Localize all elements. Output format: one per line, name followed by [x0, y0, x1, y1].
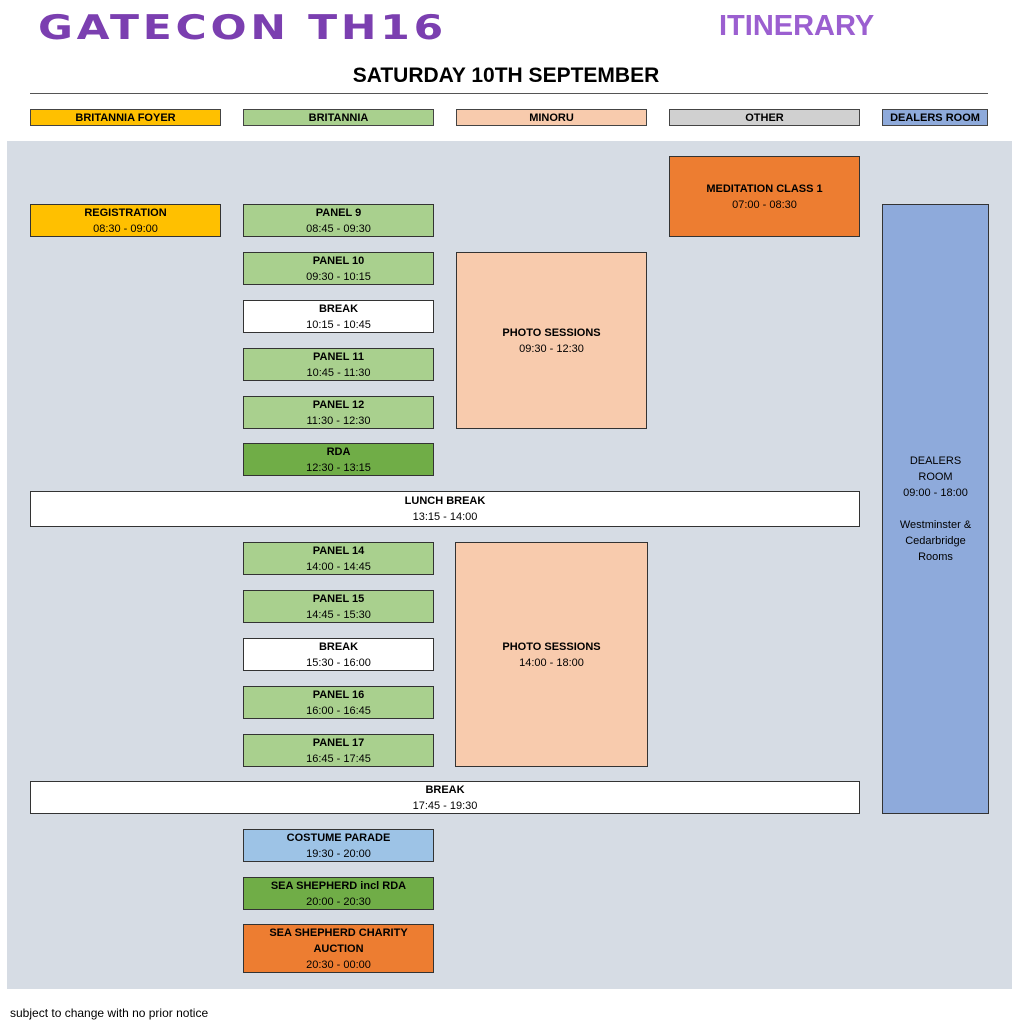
event-photo-sessions-morning: PHOTO SESSIONS 09:30 - 12:30 [456, 252, 647, 429]
event-title: MEDITATION CLASS 1 [706, 182, 823, 195]
event-time: 16:45 - 17:45 [306, 752, 371, 765]
dealers-time: 09:00 - 18:00 [903, 487, 968, 499]
event-title: PANEL 14 [312, 544, 365, 557]
column-header-britannia-foyer: BRITANNIA FOYER [30, 109, 221, 126]
event-time: 19:30 - 20:00 [306, 847, 371, 860]
event-title: BREAK [318, 302, 359, 315]
event-title: BREAK [318, 640, 359, 653]
event-time: 14:45 - 15:30 [306, 608, 371, 621]
event-title: PHOTO SESSIONS [502, 326, 601, 339]
event-time: 11:30 - 12:30 [306, 414, 371, 427]
event-title: PANEL 12 [312, 398, 365, 411]
event-meditation-class-1: MEDITATION CLASS 1 07:00 - 08:30 [669, 156, 860, 237]
event-time: 14:00 - 14:45 [306, 560, 371, 573]
event-lunch-break: LUNCH BREAK 13:15 - 14:00 [30, 491, 860, 527]
event-time: 16:00 - 16:45 [306, 704, 371, 717]
event-panel-14: PANEL 14 14:00 - 14:45 [243, 542, 434, 575]
event-time: 10:15 - 10:45 [306, 318, 371, 331]
event-title: REGISTRATION [84, 206, 167, 219]
event-panel-9: PANEL 9 08:45 - 09:30 [243, 204, 434, 237]
event-sea-shepherd-rda: SEA SHEPHERD incl RDA 20:00 - 20:30 [243, 877, 434, 910]
title-divider [30, 93, 988, 94]
event-time: 20:30 - 00:00 [306, 958, 371, 971]
dealers-location-line-3: Rooms [918, 551, 953, 563]
event-title: PANEL 10 [312, 254, 365, 267]
event-panel-15: PANEL 15 14:45 - 15:30 [243, 590, 434, 623]
column-header-other: OTHER [669, 109, 860, 126]
event-title: PANEL 15 [312, 592, 365, 605]
event-title: PANEL 11 [313, 350, 364, 363]
event-time: 12:30 - 13:15 [306, 461, 371, 474]
itinerary-label: ITINERARY [719, 10, 875, 42]
event-time: 07:00 - 08:30 [732, 198, 797, 211]
event-time: 09:30 - 10:15 [306, 270, 371, 283]
event-title: COSTUME PARADE [286, 831, 391, 844]
event-panel-11: PANEL 11 10:45 - 11:30 [243, 348, 434, 381]
event-sea-shepherd-charity-auction: SEA SHEPHERD CHARITY AUCTION 20:30 - 00:… [243, 924, 434, 973]
event-panel-17: PANEL 17 16:45 - 17:45 [243, 734, 434, 767]
dealers-title-line-1: DEALERS [909, 455, 962, 467]
column-header-minoru: MINORU [456, 109, 647, 126]
event-registration: REGISTRATION 08:30 - 09:00 [30, 204, 221, 237]
event-time: 14:00 - 18:00 [519, 656, 584, 669]
event-title: SEA SHEPHERD CHARITY AUCTION [269, 926, 408, 955]
event-time: 20:00 - 20:30 [306, 895, 371, 908]
event-time: 08:45 - 09:30 [306, 222, 371, 235]
footer-note: subject to change with no prior notice [10, 1006, 209, 1020]
event-break-afternoon: BREAK 15:30 - 16:00 [243, 638, 434, 671]
event-rda: RDA 12:30 - 13:15 [243, 443, 434, 476]
event-panel-12: PANEL 12 11:30 - 12:30 [243, 396, 434, 429]
event-costume-parade: COSTUME PARADE 19:30 - 20:00 [243, 829, 434, 862]
event-time: 13:15 - 14:00 [412, 511, 478, 523]
event-time: 09:30 - 12:30 [519, 342, 584, 355]
event-break-morning: BREAK 10:15 - 10:45 [243, 300, 434, 333]
event-panel-16: PANEL 16 16:00 - 16:45 [243, 686, 434, 719]
event-title: SEA SHEPHERD incl RDA [270, 879, 407, 892]
event-title: PANEL 17 [312, 736, 365, 749]
event-dealers-room: DEALERS ROOM 09:00 - 18:00 Westminster &… [882, 204, 989, 814]
dealers-title-line-2: ROOM [918, 471, 953, 483]
day-title: SATURDAY 10TH SEPTEMBER [352, 64, 660, 87]
event-time: 15:30 - 16:00 [306, 656, 371, 669]
dealers-location-line-2: Cedarbridge [905, 535, 966, 547]
event-panel-10: PANEL 10 09:30 - 10:15 [243, 252, 434, 285]
event-logo: GATECON TH16 [38, 8, 447, 48]
event-title: BREAK [425, 783, 465, 796]
event-title: PANEL 16 [312, 688, 365, 701]
column-header-dealers-room: DEALERS ROOM [882, 109, 988, 126]
event-title: PANEL 9 [315, 206, 362, 219]
event-title: RDA [326, 445, 351, 458]
event-time: 08:30 - 09:00 [93, 222, 158, 235]
event-time: 10:45 - 11:30 [306, 366, 371, 379]
event-photo-sessions-afternoon: PHOTO SESSIONS 14:00 - 18:00 [455, 542, 648, 767]
event-title: LUNCH BREAK [404, 495, 486, 507]
event-time: 17:45 - 19:30 [412, 799, 478, 812]
column-header-britannia: BRITANNIA [243, 109, 434, 126]
dealers-location-line-1: Westminster & [899, 519, 972, 531]
event-break-evening: BREAK 17:45 - 19:30 [30, 781, 860, 814]
event-title: PHOTO SESSIONS [502, 640, 601, 653]
